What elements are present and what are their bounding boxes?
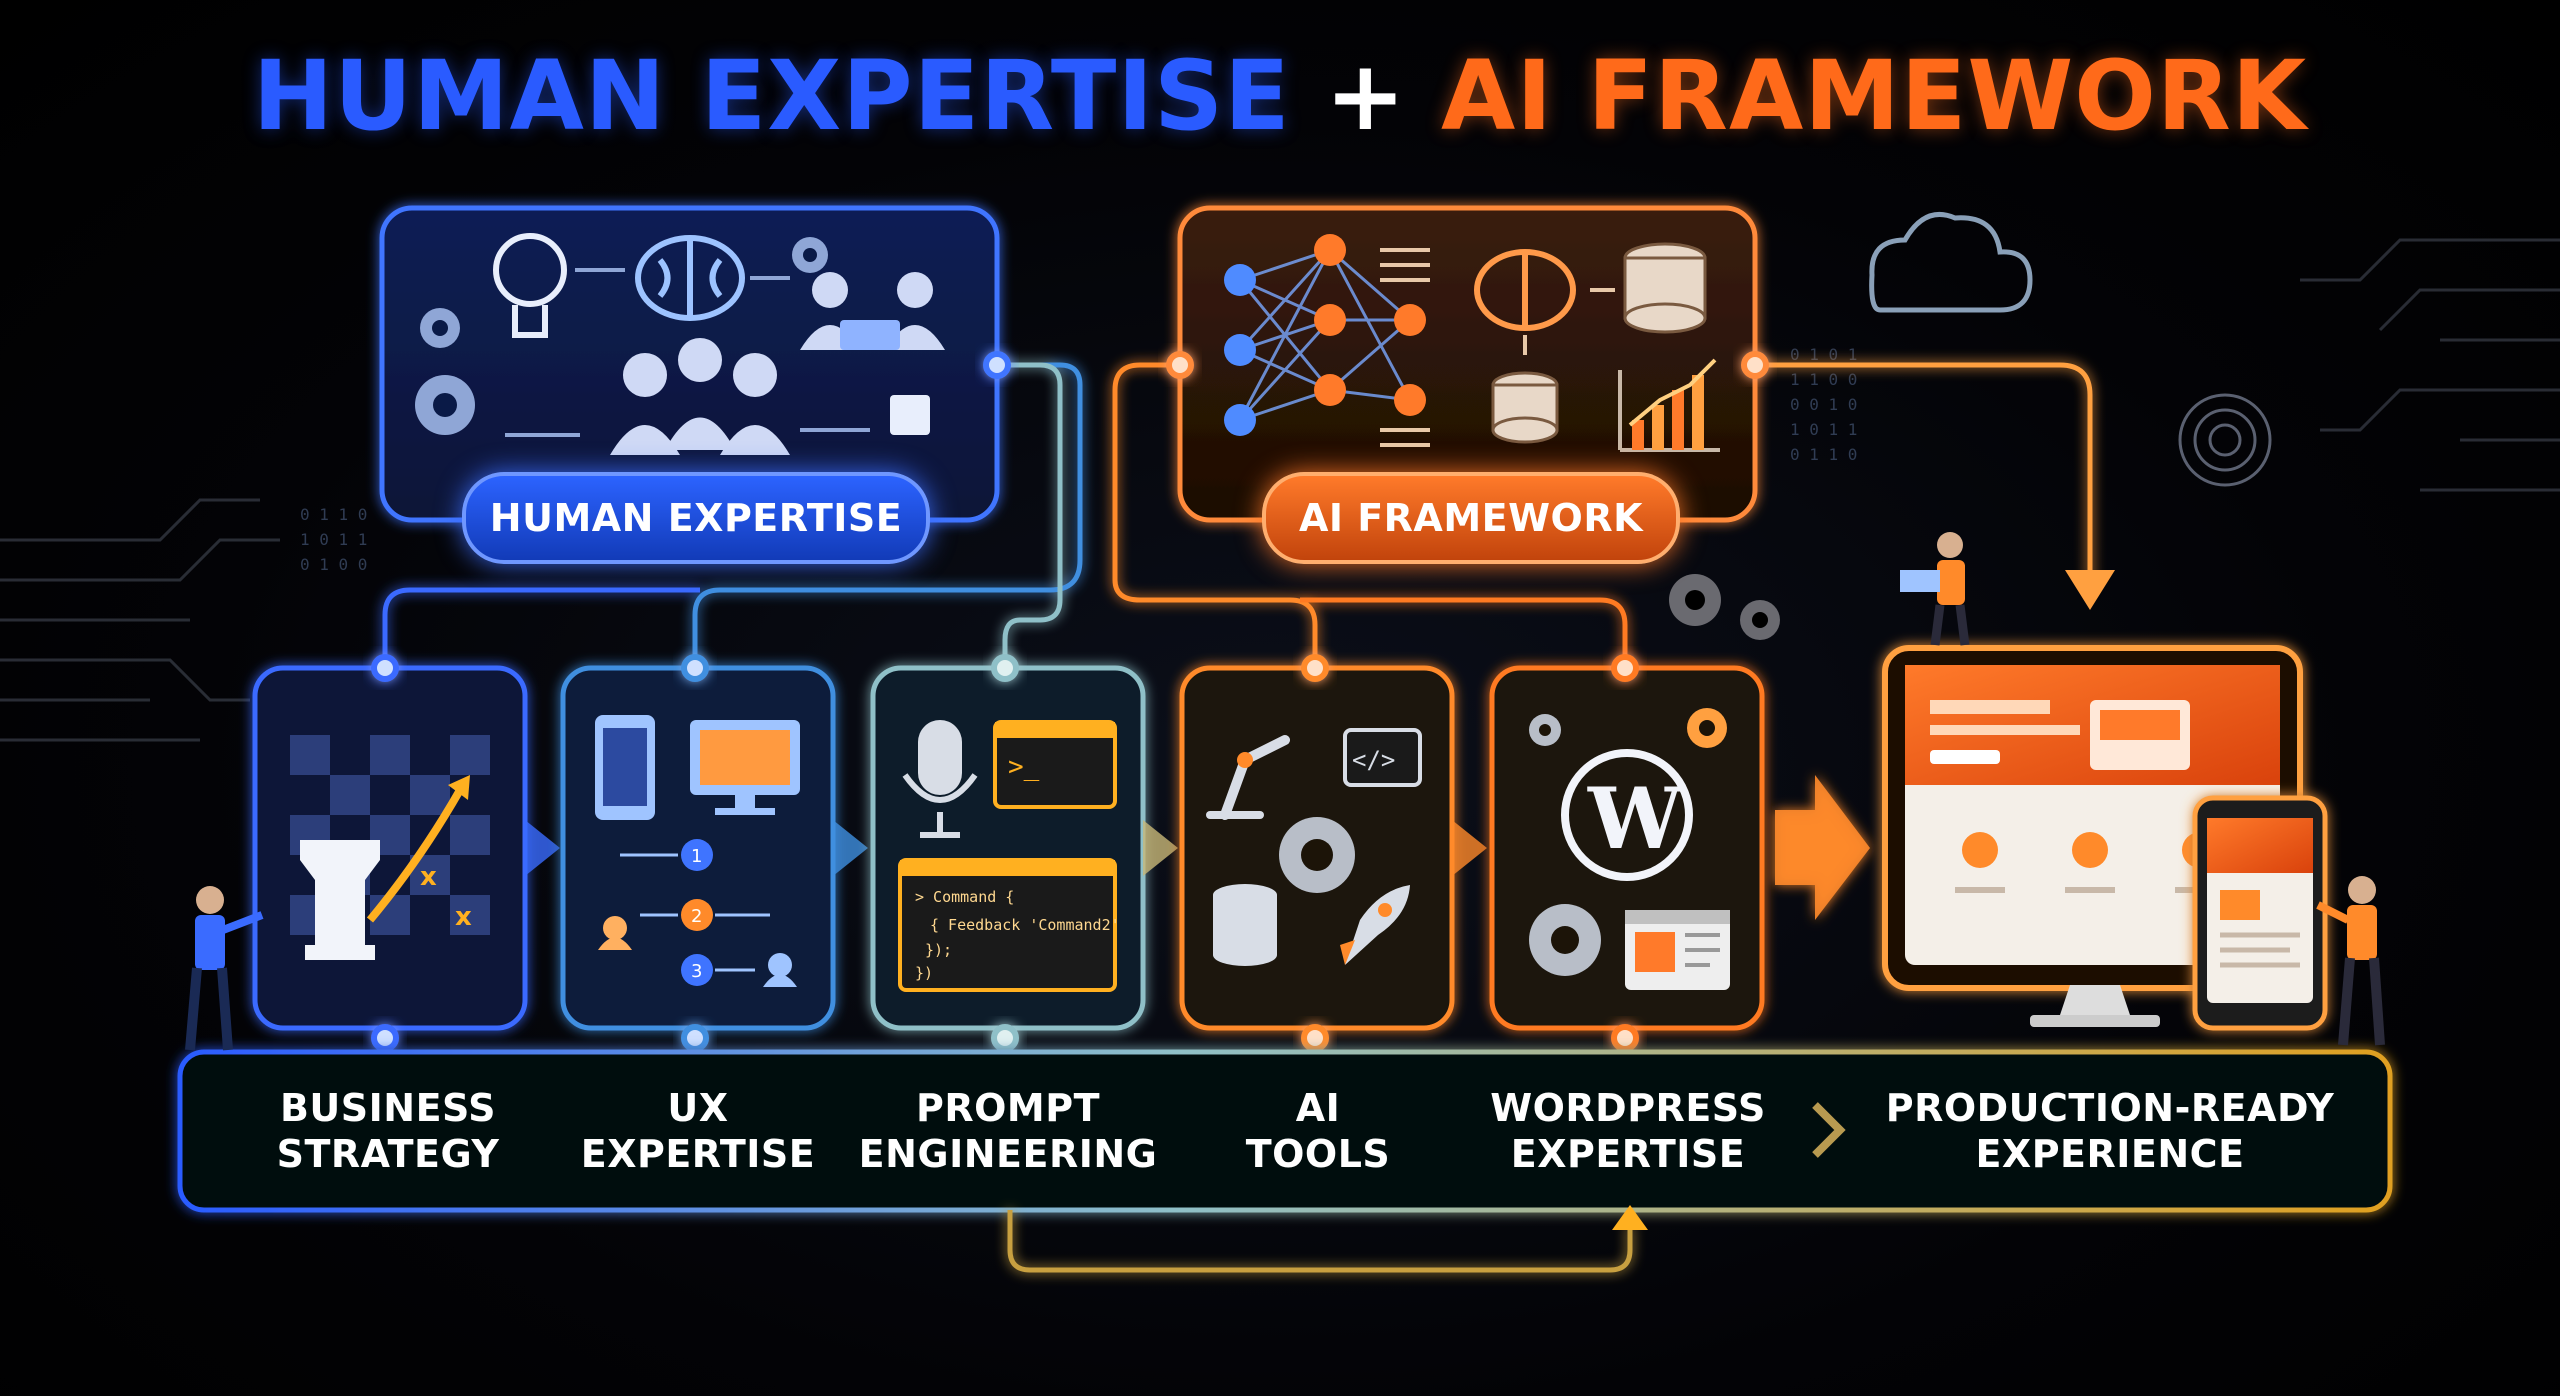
- step-label-ux-expertise: UX EXPERTISE: [548, 1085, 848, 1177]
- binary-columns: 0 1 1 0 1 0 1 1 0 1 0 0 0 1 0 1 1 1 0 0 0 0 …: [300, 345, 1857, 574]
- circuit-lines-left: [0, 498, 280, 742]
- team-icon: [610, 272, 945, 455]
- cloud-icon: [1869, 212, 2033, 313]
- step-label-line2: EXPERTISE: [1510, 1132, 1746, 1176]
- terminal-icon: >_: [993, 720, 1117, 809]
- wordpress-icon: W: [1561, 749, 1693, 881]
- code-line-4: }): [915, 964, 933, 982]
- step-label-line1: AI: [1295, 1086, 1341, 1130]
- bottom-label-bar: [177, 1049, 2393, 1273]
- svg-text:W: W: [1587, 769, 1684, 868]
- svg-text:1 1 0 0: 1 1 0 0: [1790, 370, 1857, 389]
- connector-lines: [382, 362, 2093, 665]
- code-line-3: });: [925, 941, 952, 959]
- title-plus: +: [1325, 40, 1407, 152]
- svg-text:x: x: [455, 902, 472, 932]
- step-card-ai-tools: </>: [1179, 665, 1487, 1031]
- step-card-business-strategy: x x: [252, 665, 560, 1031]
- step-label-line1: PROMPT: [915, 1086, 1100, 1130]
- chart-icon: [1618, 358, 1720, 452]
- flow-steps-icon: 1 2 3: [598, 839, 797, 987]
- chess-icon: x x: [290, 735, 490, 960]
- code-line-2: { Feedback 'Command2': [930, 916, 1120, 934]
- svg-text:0 0 1 0: 0 0 1 0: [1790, 395, 1857, 414]
- connector-nodes: [983, 351, 1769, 379]
- step-label-business-strategy: BUSINESS STRATEGY: [238, 1085, 538, 1177]
- code-snippet: > Command { { Feedback 'Command2' }); }): [915, 888, 1120, 982]
- svg-text:x: x: [420, 862, 437, 892]
- gear-icon: [1669, 574, 1780, 640]
- target-ring-icon: [2178, 393, 2272, 487]
- step-label-line2: ENGINEERING: [858, 1132, 1158, 1176]
- code-window: [898, 858, 1117, 992]
- title-human-expertise: HUMAN EXPERTISE: [252, 40, 1291, 152]
- svg-text:0 1 1 0: 0 1 1 0: [1790, 445, 1857, 464]
- svg-text:</>: </>: [1352, 746, 1395, 774]
- step-label-line1: BUSINESS: [279, 1086, 497, 1130]
- title-ai-framework: AI FRAMEWORK: [1441, 40, 2308, 152]
- connector-arrow-head: [2065, 570, 2115, 610]
- browser-window-icon: [1625, 910, 1730, 990]
- brain-icon: [635, 235, 745, 321]
- gear-icon: [415, 237, 828, 435]
- person-right-figure: [2316, 876, 2385, 1046]
- step-label-wordpress-expertise: WORDPRESS EXPERTISE: [1478, 1085, 1778, 1177]
- circuit-lines-right: [2300, 238, 2560, 492]
- person-laptop-figure: [1900, 532, 1970, 646]
- svg-text:3: 3: [691, 961, 702, 982]
- brain-icon: [1474, 249, 1576, 331]
- arrow-to-production: [1775, 775, 1870, 920]
- svg-text:>_: >_: [1008, 752, 1040, 782]
- tablet-icon: [595, 715, 655, 820]
- step-nodes: [371, 654, 1639, 1052]
- step-card-ux-expertise: 1 2 3: [560, 665, 868, 1031]
- step-card-wordpress-expertise: W: [1489, 665, 1765, 1031]
- rocket-icon: [1340, 885, 1410, 965]
- page-title: HUMAN EXPERTISE + AI FRAMEWORK: [0, 40, 2560, 152]
- person-left-figure: [185, 886, 264, 1051]
- step-label-line2: TOOLS: [1245, 1132, 1391, 1176]
- microphone-icon: [902, 720, 978, 838]
- human-expertise-pill: HUMAN EXPERTISE: [462, 472, 930, 564]
- step-label-ai-tools: AI TOOLS: [1168, 1085, 1468, 1177]
- svg-text:1 0 1 1: 1 0 1 1: [1790, 420, 1857, 439]
- lightbulb-icon: [493, 233, 567, 338]
- database-icon: [1491, 242, 1707, 444]
- step-card-prompt-engineering: >_ > Command { { Feedback 'Command2' });…: [870, 665, 1178, 1031]
- database-icon: [1213, 884, 1277, 966]
- svg-text:0 1 0 0: 0 1 0 0: [300, 555, 367, 574]
- phone-icon: [2192, 795, 2328, 1031]
- ai-framework-pill: AI FRAMEWORK: [1262, 472, 1680, 564]
- production-ready-panel: [1882, 645, 2328, 1031]
- step-label-line1: PRODUCTION-READY: [1885, 1086, 2335, 1130]
- neural-network-icon: [1224, 234, 1426, 436]
- svg-text:1: 1: [691, 846, 702, 867]
- code-line-1: > Command {: [915, 888, 1014, 906]
- monitor-icon: [690, 720, 800, 815]
- robot-arm-icon: [1206, 735, 1290, 820]
- ai-framework-panel: [1177, 205, 1758, 523]
- step-label-production-ready: PRODUCTION-READY EXPERIENCE: [1860, 1085, 2360, 1177]
- gear-icon: [1529, 708, 1727, 976]
- step-label-prompt-engineering: PROMPT ENGINEERING: [858, 1085, 1158, 1177]
- step-label-line2: EXPERIENCE: [1975, 1132, 2245, 1176]
- svg-text:0 1 0 1: 0 1 0 1: [1790, 345, 1857, 364]
- svg-text:2: 2: [691, 906, 702, 927]
- step-label-line1: UX: [667, 1086, 729, 1130]
- step-label-line2: EXPERTISE: [580, 1132, 816, 1176]
- step-label-line2: STRATEGY: [276, 1132, 500, 1176]
- svg-text:0 1 1 0: 0 1 1 0: [300, 505, 367, 524]
- gear-icon: [1279, 817, 1355, 893]
- svg-text:1 0 1 1: 1 0 1 1: [300, 530, 367, 549]
- code-icon: </>: [1343, 728, 1422, 787]
- step-label-line1: WORDPRESS: [1490, 1086, 1766, 1130]
